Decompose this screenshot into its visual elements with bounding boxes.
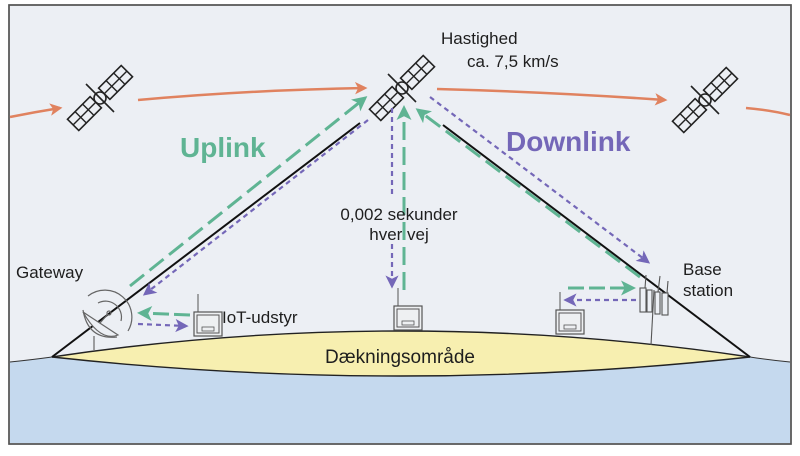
- latency-label-line1: 0,002 sekunder: [340, 205, 458, 224]
- uplink-iot-to-gateway-arrow: [137, 305, 191, 321]
- orbit-arrow-3: [436, 87, 668, 106]
- uplink-label: Uplink: [180, 132, 266, 163]
- downlink-gateway-to-iot-arrow: [137, 318, 189, 333]
- orbit-arrow-1: [9, 103, 63, 119]
- coverage-cone-right: [442, 124, 751, 358]
- latency-label-line2: hver vej: [369, 225, 429, 244]
- base-station-icon: [639, 274, 669, 346]
- coverage-cone-left: [51, 122, 361, 358]
- downlink-basestation-arrow: [429, 96, 651, 264]
- speed-label-line1: Hastighed: [441, 29, 518, 48]
- gateway-label: Gateway: [16, 263, 84, 282]
- orbit-arrow-4: [745, 106, 791, 117]
- gateway-dish-icon: [82, 289, 133, 350]
- uplink-basestation-arrow: [415, 108, 641, 279]
- coverage-area-label: Dækningsområde: [325, 347, 475, 368]
- base-station-label-line2: station: [683, 281, 733, 300]
- downlink-gateway-arrow: [142, 119, 369, 296]
- base-station-label-line1: Base: [683, 260, 722, 279]
- orbit-arrow-2: [137, 81, 368, 102]
- downlink-label: Downlink: [506, 126, 631, 157]
- uplink-gateway-arrow: [129, 96, 368, 288]
- frame-border: [8, 4, 792, 445]
- speed-label-line2: ca. 7,5 km/s: [467, 52, 559, 71]
- ground-horizon: [9, 356, 791, 363]
- ground: [10, 357, 790, 443]
- iot-device-label: IoT-udstyr: [222, 308, 298, 327]
